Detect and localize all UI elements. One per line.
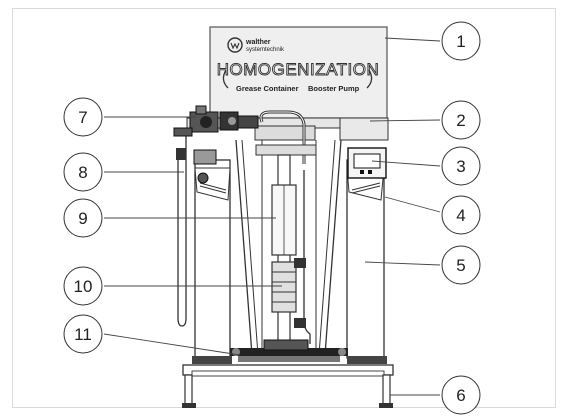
callout-11: 11 — [63, 314, 103, 354]
left-curved-arrow-icon — [222, 69, 229, 89]
sign-panel: walther systemtechnik HOMOGENIZATION Gre… — [209, 26, 388, 119]
svg-text:4: 4 — [456, 206, 465, 225]
brand-subname: systemtechnik — [246, 47, 285, 53]
grease-container-caption: Grease Container — [236, 84, 299, 93]
follower-plate — [230, 339, 348, 362]
svg-text:2: 2 — [456, 111, 465, 130]
callout-7: 7 — [63, 97, 103, 137]
callout-3: 3 — [441, 146, 481, 186]
svg-text:10: 10 — [74, 277, 93, 296]
brand-name: walther — [245, 39, 271, 46]
right-column — [346, 147, 387, 364]
callout-10: 10 — [63, 266, 103, 306]
guide-rods — [235, 139, 342, 356]
left-column — [192, 149, 232, 364]
leader-lines — [103, 37, 441, 396]
left-drain-pipe — [173, 127, 193, 327]
booster-pump-caption: Booster Pump — [308, 84, 360, 93]
callout-circles: 1 2 3 4 5 6 7 8 9 10 11 — [63, 21, 481, 415]
callout-5: 5 — [441, 245, 481, 285]
diagram-frame — [12, 8, 556, 408]
top-manifold — [186, 105, 389, 164]
callout-4: 4 — [441, 195, 481, 235]
callout-9: 9 — [63, 198, 103, 238]
walther-logo-icon — [227, 37, 243, 53]
svg-text:7: 7 — [78, 108, 87, 127]
svg-text:3: 3 — [456, 157, 465, 176]
svg-text:9: 9 — [78, 209, 87, 228]
callout-2: 2 — [441, 100, 481, 140]
panel-title: HOMOGENIZATION — [217, 60, 380, 79]
pump-assembly — [255, 144, 317, 346]
svg-text:8: 8 — [78, 163, 87, 182]
svg-text:5: 5 — [456, 256, 465, 275]
callout-8: 8 — [63, 152, 103, 192]
svg-text:6: 6 — [456, 386, 465, 405]
svg-text:11: 11 — [74, 325, 92, 344]
base-frame — [182, 364, 394, 408]
callout-1: 1 — [441, 21, 481, 61]
svg-text:1: 1 — [456, 32, 465, 51]
right-curved-arrow-icon — [366, 69, 373, 89]
callout-6: 6 — [441, 375, 481, 415]
